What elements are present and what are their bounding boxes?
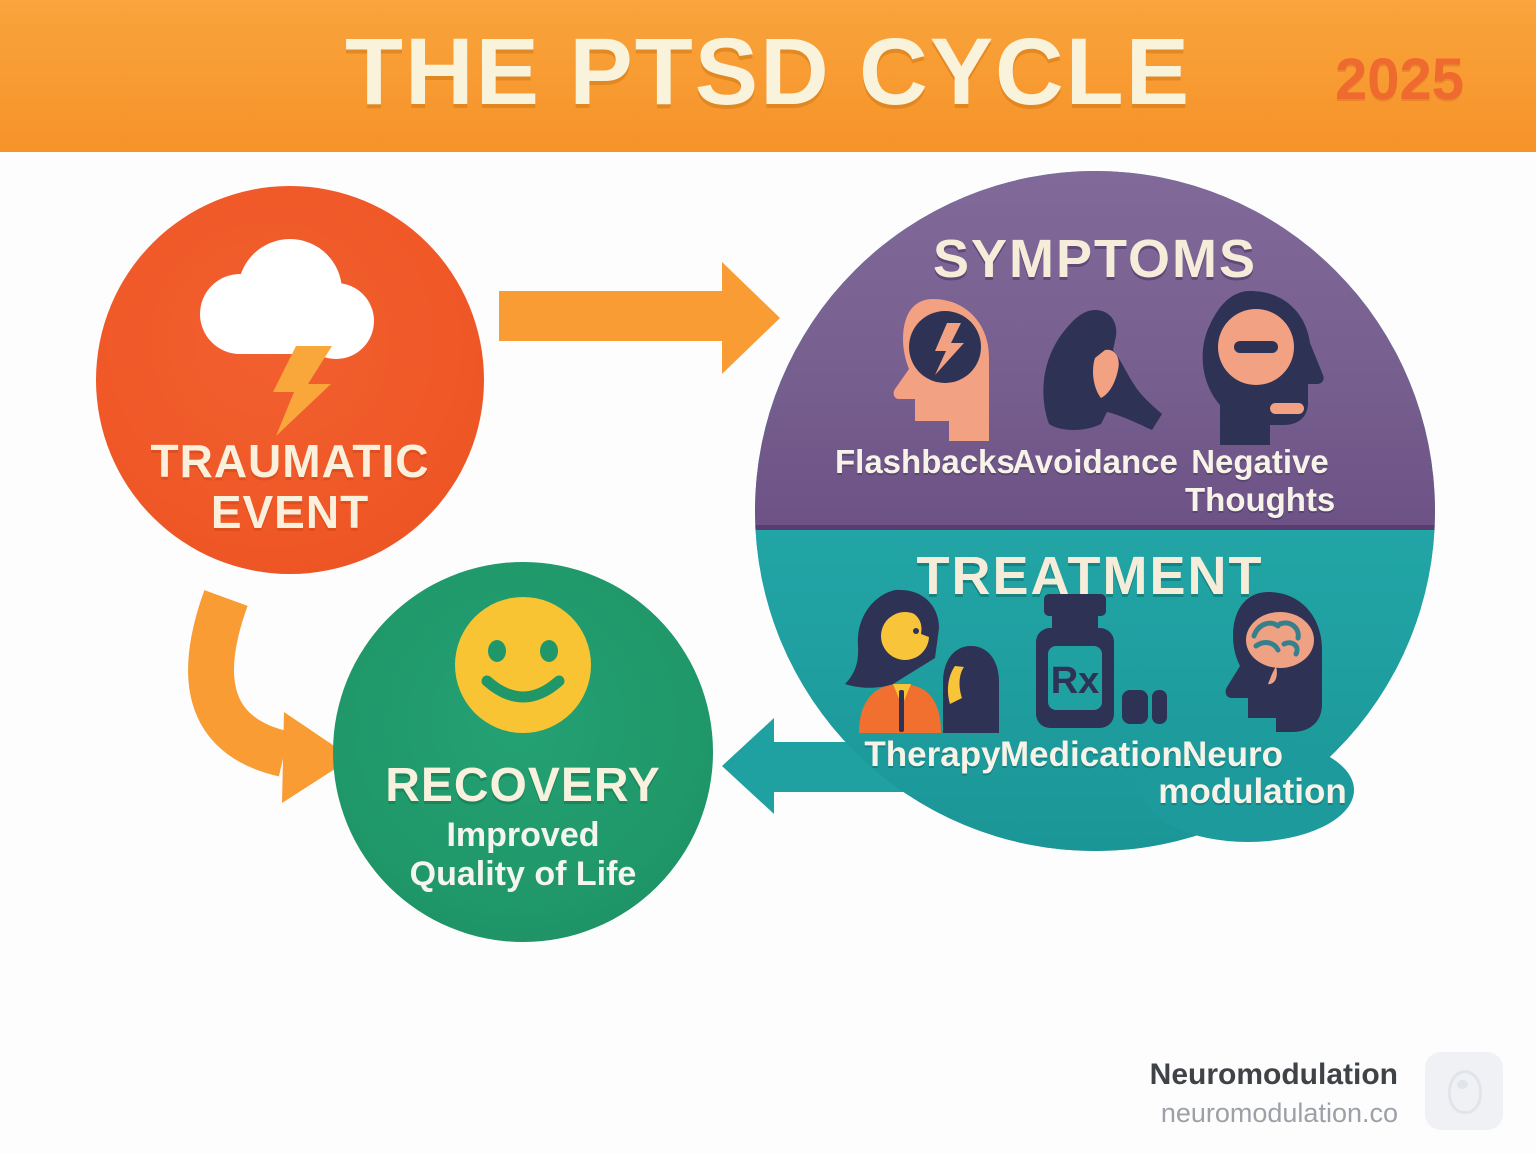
footer-brand-block: Neuromodulation neuromodulation.co (1150, 1058, 1398, 1129)
symptom-label-avoidance: Avoidance (1012, 443, 1178, 480)
recovery-subtitle: Improved Quality of Life (409, 816, 637, 893)
flashbacks-head-lightning-icon (865, 295, 995, 450)
storm-cloud-lightning-icon (178, 236, 388, 441)
negative-thoughts-head-icon (1192, 287, 1327, 452)
recovery-circle: RECOVERY Improved Quality of Life (333, 562, 713, 942)
symptom-label-negative-thoughts: Negative Thoughts (1185, 443, 1336, 518)
treatment-label-modulation: modulation (1158, 772, 1347, 811)
treatment-label-medication: Medication. (1000, 735, 1193, 774)
traumatic-event-circle: TRAUMATIC EVENT (96, 186, 484, 574)
therapy-counseling-icon (843, 588, 1008, 738)
symptom-label-flashbacks: Flashbacks (835, 443, 1015, 480)
medication-rx-bottle-icon: Rx (1018, 592, 1168, 737)
brand-logo-tile (1425, 1052, 1503, 1130)
half-divider (755, 525, 1435, 530)
header-banner: THE PTSD CYCLE 2025 (0, 0, 1536, 152)
trauma-to-recovery-curved-arrow (188, 590, 352, 803)
recovery-title: RECOVERY (385, 759, 661, 812)
smiley-face-icon (453, 595, 593, 740)
treatment-label-neuro: Neuro (1181, 735, 1284, 774)
symptoms-title: SYMPTOMS (932, 229, 1258, 289)
year-badge: 2025 (1334, 47, 1464, 112)
modulation-bubble (1142, 738, 1354, 842)
trauma-to-symptoms-arrow (499, 262, 780, 374)
brand-website: neuromodulation.co (1160, 1098, 1398, 1128)
page-title: THE PTSD CYCLE (344, 19, 1192, 125)
traumatic-event-label: TRAUMATIC EVENT (150, 435, 430, 538)
brand-name: Neuromodulation (1149, 1058, 1398, 1091)
mascot-icon (1448, 1070, 1482, 1114)
neuromodulation-brain-icon (1192, 588, 1332, 743)
svg-text:Rx: Rx (1051, 660, 1100, 702)
avoidance-hunched-figure-icon (1025, 308, 1165, 448)
treatment-label-therapy: Therapy (864, 735, 1001, 774)
